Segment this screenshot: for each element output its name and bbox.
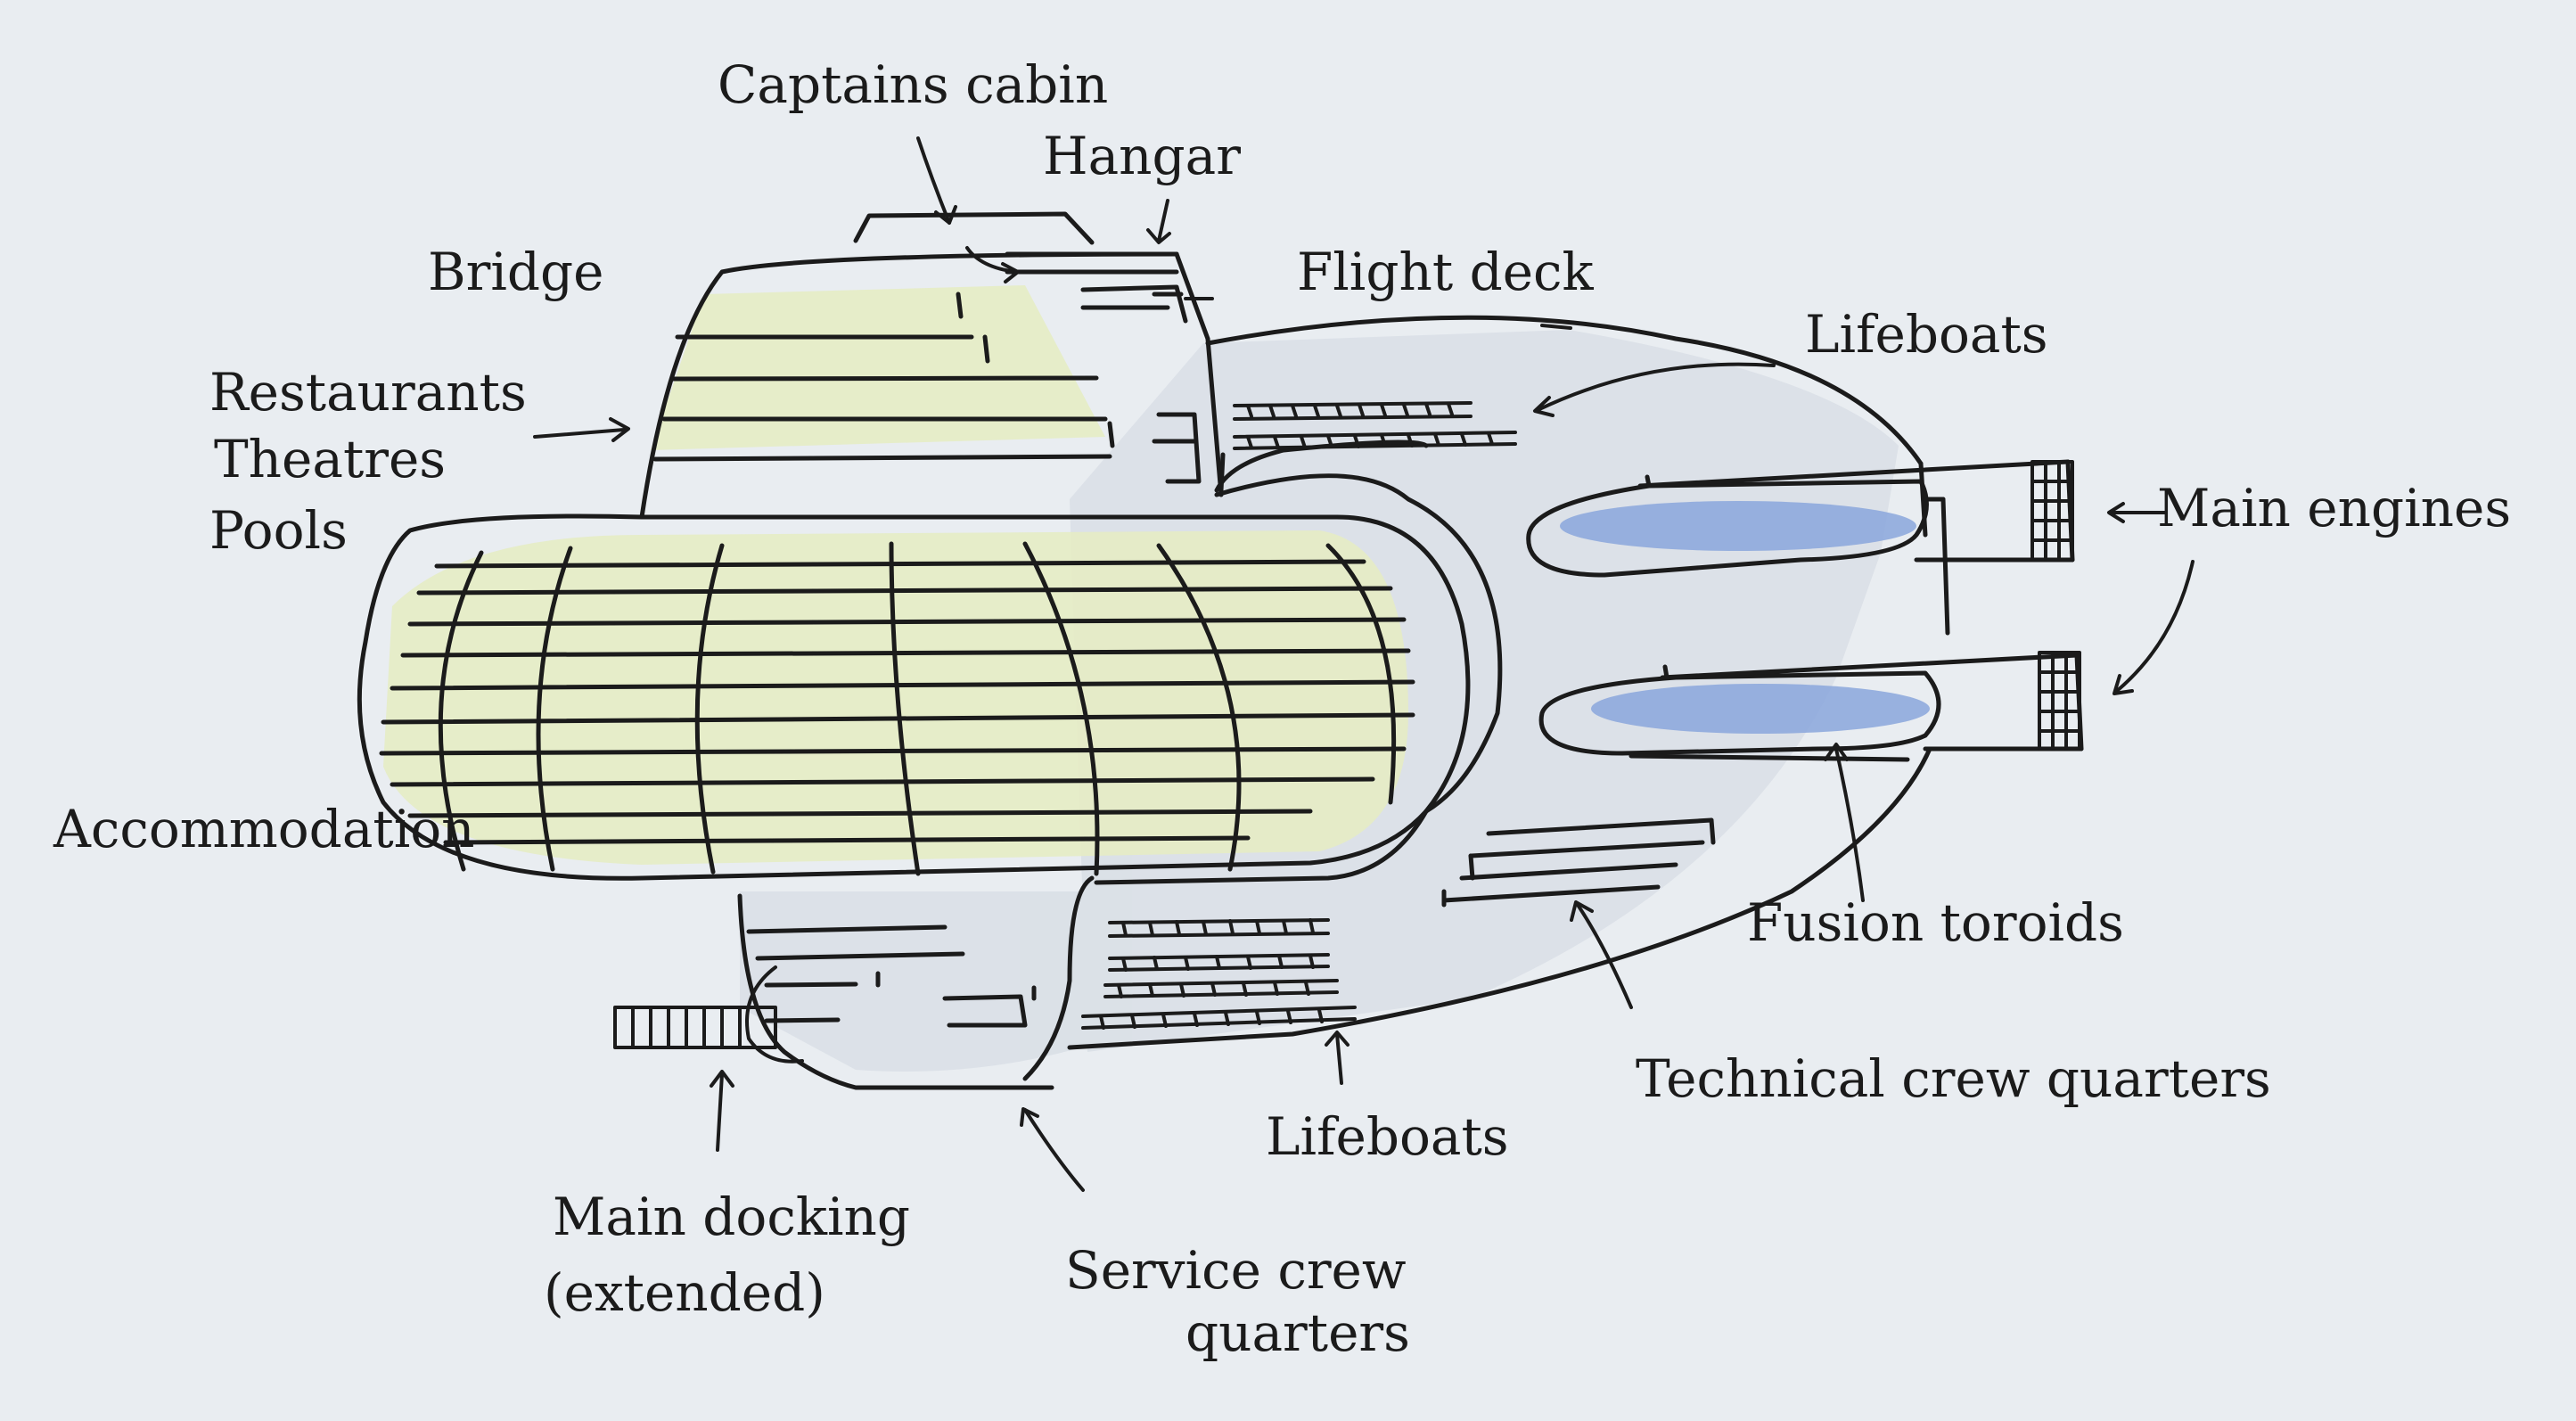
label-bridge: Bridge (428, 242, 604, 302)
technical-crew-quarters-lines (1441, 817, 1716, 908)
label-main-docking: Main docking (553, 1187, 911, 1247)
main-docking-arm (613, 965, 804, 1064)
label-accommodation: Accommodation (53, 799, 475, 859)
accommodation-ring (357, 513, 1471, 881)
label-technical-crew-quarters: Technical crew quarters (1636, 1048, 2271, 1109)
label-service-crew: Service crew (1065, 1240, 1407, 1301)
label-restaurants: Restaurants (209, 362, 527, 423)
label-lifeboats-upper: Lifeboats (1805, 304, 2048, 365)
service-crew-module (737, 875, 1095, 1090)
upper-deck-structure (639, 211, 1210, 520)
upper-lifeboats (1233, 401, 1517, 450)
label-main-engines: Main engines (2157, 478, 2512, 538)
label-main-docking-extended: (extended) (544, 1262, 825, 1323)
label-theatres: Theatres (214, 429, 447, 489)
hangar-and-flight-deck (1005, 251, 1224, 497)
label-lifeboats-lower: Lifeboats (1266, 1106, 1509, 1167)
label-pools: Pools (209, 500, 348, 561)
lower-lifeboats (1081, 918, 1357, 1030)
label-service-crew-quarters: quarters (1185, 1302, 1410, 1363)
label-hangar: Hangar (1043, 126, 1241, 186)
label-flight-deck: Flight deck (1297, 242, 1594, 302)
engine-blue-shading (1560, 501, 1930, 734)
label-captains-cabin: Captains cabin (718, 54, 1109, 115)
engine-exhaust-grids (2030, 460, 2081, 751)
pointer-arrows (533, 136, 2195, 1192)
label-fusion-toroids: Fusion toroids (1747, 892, 2124, 953)
